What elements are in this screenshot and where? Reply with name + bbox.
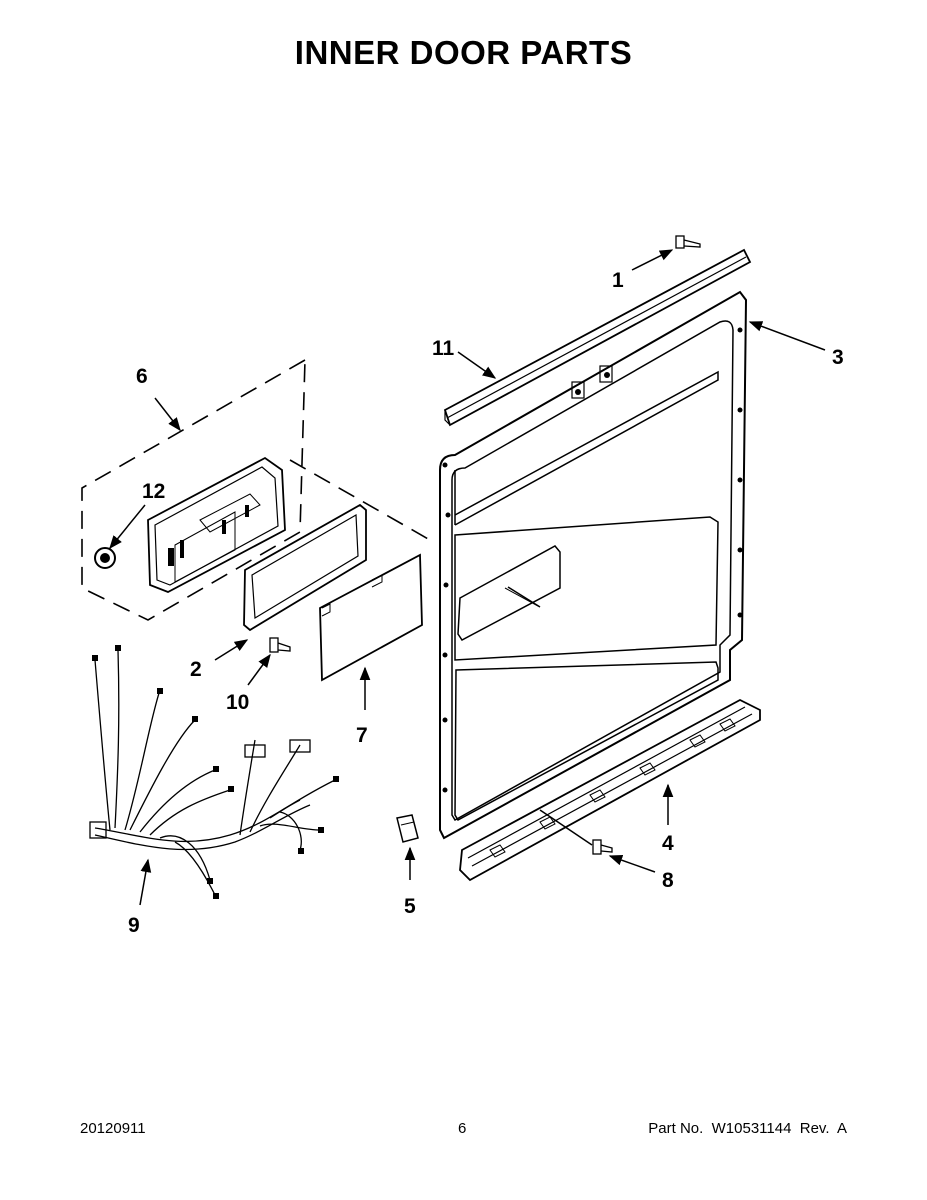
page-title: INNER DOOR PARTS [294, 34, 633, 71]
top-trim-strip [443, 248, 752, 427]
footer-page-number: 6 [458, 1120, 467, 1137]
module-screw [269, 637, 291, 653]
callout-10: 10 [226, 691, 249, 714]
footer-part-number: Part No. W10531144 Rev. A [648, 1120, 847, 1137]
leader-lines [109, 249, 826, 906]
callout-4: 4 [662, 832, 674, 855]
inner-door-panel [439, 290, 748, 840]
callout-9: 9 [128, 914, 140, 937]
harness-connectors [92, 645, 339, 899]
control-assembly-outline [81, 359, 431, 621]
callout-6: 6 [136, 365, 148, 388]
control-gasket [243, 503, 367, 632]
callout-8: 8 [662, 869, 674, 892]
callout-7: 7 [356, 724, 368, 747]
callout-5: 5 [404, 895, 416, 918]
control-board [319, 553, 423, 682]
callout-11: 11 [432, 337, 455, 360]
callout-1: 1 [612, 269, 624, 292]
callout-2: 2 [190, 658, 202, 681]
callout-3: 3 [832, 346, 844, 369]
top-screw [675, 235, 701, 249]
footer-date: 20120911 [80, 1120, 146, 1137]
wiring-harness [89, 649, 336, 896]
bottom-trim [459, 698, 761, 882]
callout-12: 12 [142, 480, 165, 503]
control-housing [147, 456, 286, 593]
control-knob [94, 547, 116, 569]
door-clip [396, 814, 419, 843]
bottom-screw [592, 839, 613, 855]
